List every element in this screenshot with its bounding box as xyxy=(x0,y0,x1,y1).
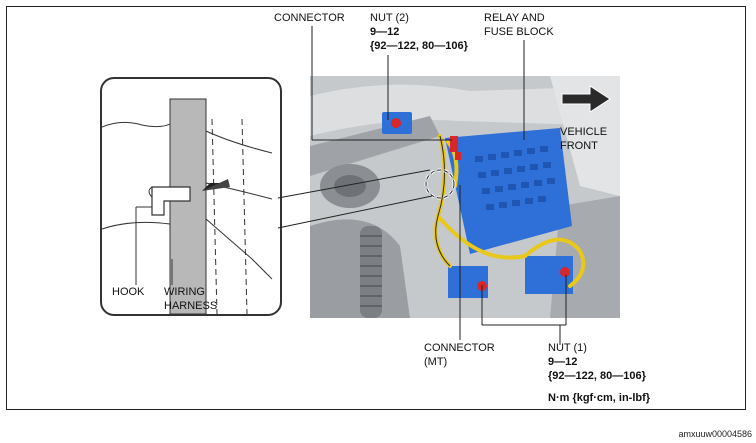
units-label: N·m {kgf·cm, in-lbf} xyxy=(548,392,651,404)
relay-label-line2: FUSE BLOCK xyxy=(484,26,554,38)
wiring-harness-line1: WIRING xyxy=(164,286,205,298)
nut2-torque-other: {92—122, 80—106} xyxy=(370,40,468,52)
engine-bay-photo xyxy=(310,76,620,318)
nut1-torque-other: {92—122, 80—106} xyxy=(548,370,646,382)
vehicle-front-line1: VEHICLE xyxy=(560,126,608,138)
hook-detail-inset xyxy=(100,77,282,316)
hook-label: HOOK xyxy=(112,286,145,298)
diagram-frame xyxy=(6,6,746,410)
connector-mt-line2: (MT) xyxy=(424,356,448,368)
relay-label-line1: RELAY AND xyxy=(484,12,545,24)
nut1-title: NUT (1) xyxy=(548,342,587,354)
figure-code: amxuuw00004586 xyxy=(678,429,752,439)
wiring-harness-line2: HARNESS xyxy=(164,300,218,312)
nut1-torque-nm: 9—12 xyxy=(548,356,578,368)
vehicle-front-line2: FRONT xyxy=(560,140,598,152)
vehicle-front-arrow-icon xyxy=(561,85,611,113)
nut2-torque-nm: 9—12 xyxy=(370,26,400,38)
connector-mt-line1: CONNECTOR xyxy=(424,342,495,354)
nut2-title: NUT (2) xyxy=(370,12,409,24)
connector-label: CONNECTOR xyxy=(274,12,345,24)
